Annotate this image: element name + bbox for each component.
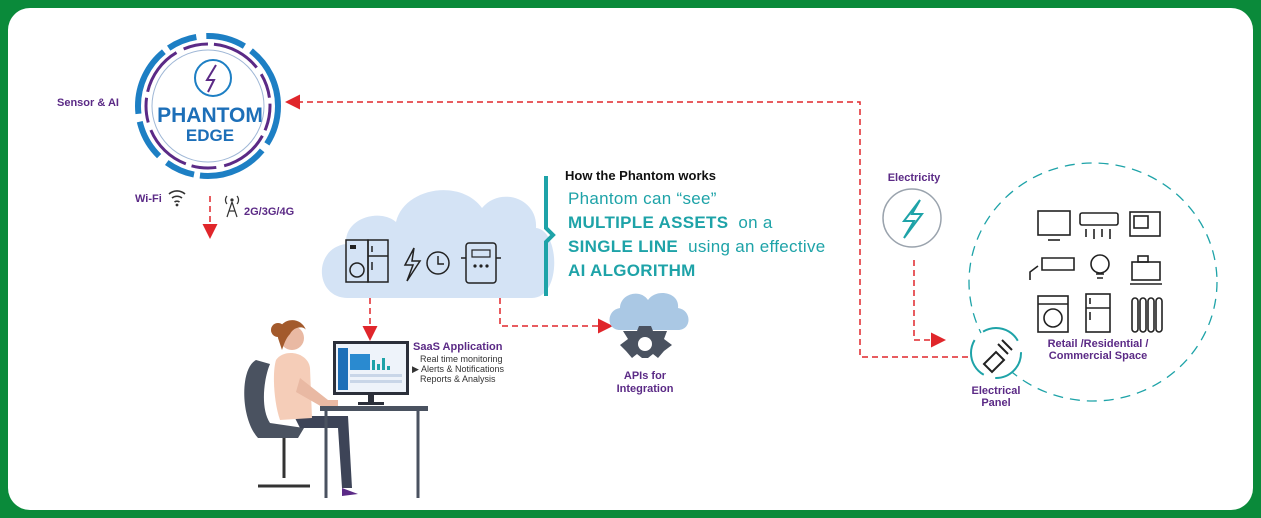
diagram-panel: PHANTOM EDGE Sensor & AI Wi-Fi 2G/3G/4G <box>8 8 1253 510</box>
electrical-panel-label-2: Panel <box>981 397 1011 409</box>
cellular-label: 2G/3G/4G <box>244 206 295 218</box>
electricity-to-panel-arrow <box>913 260 946 348</box>
logo-line1: PHANTOM <box>157 104 263 127</box>
saas-item-2-text: Alerts & Notifications <box>420 364 504 374</box>
cloud-to-api-arrow <box>499 298 613 334</box>
saas-item-3: Reports & Analysis <box>420 374 496 384</box>
electricity-icon <box>882 188 942 248</box>
cloud-devices <box>321 190 555 298</box>
how-line3-bold: SINGLE LINE <box>568 237 679 256</box>
electrical-panel-label-1: Electrical <box>971 385 1021 397</box>
space-label-2: Commercial Space <box>1048 350 1148 362</box>
saas-bullet: ▶ <box>412 364 419 374</box>
space-label-1: Retail /Residential / <box>1047 338 1149 350</box>
apis-label-2: Integration <box>616 383 674 395</box>
saas-item-2: ▶ Alerts & Notifications <box>412 364 504 374</box>
wifi-label: Wi-Fi <box>135 193 162 205</box>
api-gear-cloud-icon <box>609 293 689 358</box>
saas-title: SaaS Application <box>413 341 503 353</box>
saas-item-1: Real time monitoring <box>420 354 503 364</box>
how-title: How the Phantom works <box>565 168 716 183</box>
how-line1: Phantom can “see” <box>568 189 717 208</box>
apis-label-1: APIs for <box>623 370 667 382</box>
space-appliances <box>968 162 1218 402</box>
connector-lines <box>202 94 968 358</box>
cell-tower-icon <box>224 195 240 218</box>
phantom-edge-logo <box>135 33 281 179</box>
teal-bracket <box>544 176 556 296</box>
electricity-label: Electricity <box>887 172 941 184</box>
how-line2: MULTIPLE ASSETS on a <box>568 213 773 233</box>
wifi-icon <box>168 190 186 207</box>
how-line3: SINGLE LINE using an effective <box>568 237 826 257</box>
logo-line2: EDGE <box>185 126 235 145</box>
person-at-desk-illustration <box>244 320 428 498</box>
sensor-ai-label: Sensor & AI <box>57 97 119 109</box>
how-line3-rest: using an effective <box>688 237 826 256</box>
how-line4: AI ALGORITHM <box>568 261 696 280</box>
how-line2-rest: on a <box>738 213 773 232</box>
how-line2-bold: MULTIPLE ASSETS <box>568 213 729 232</box>
panel-to-logo-arrow <box>285 94 968 358</box>
